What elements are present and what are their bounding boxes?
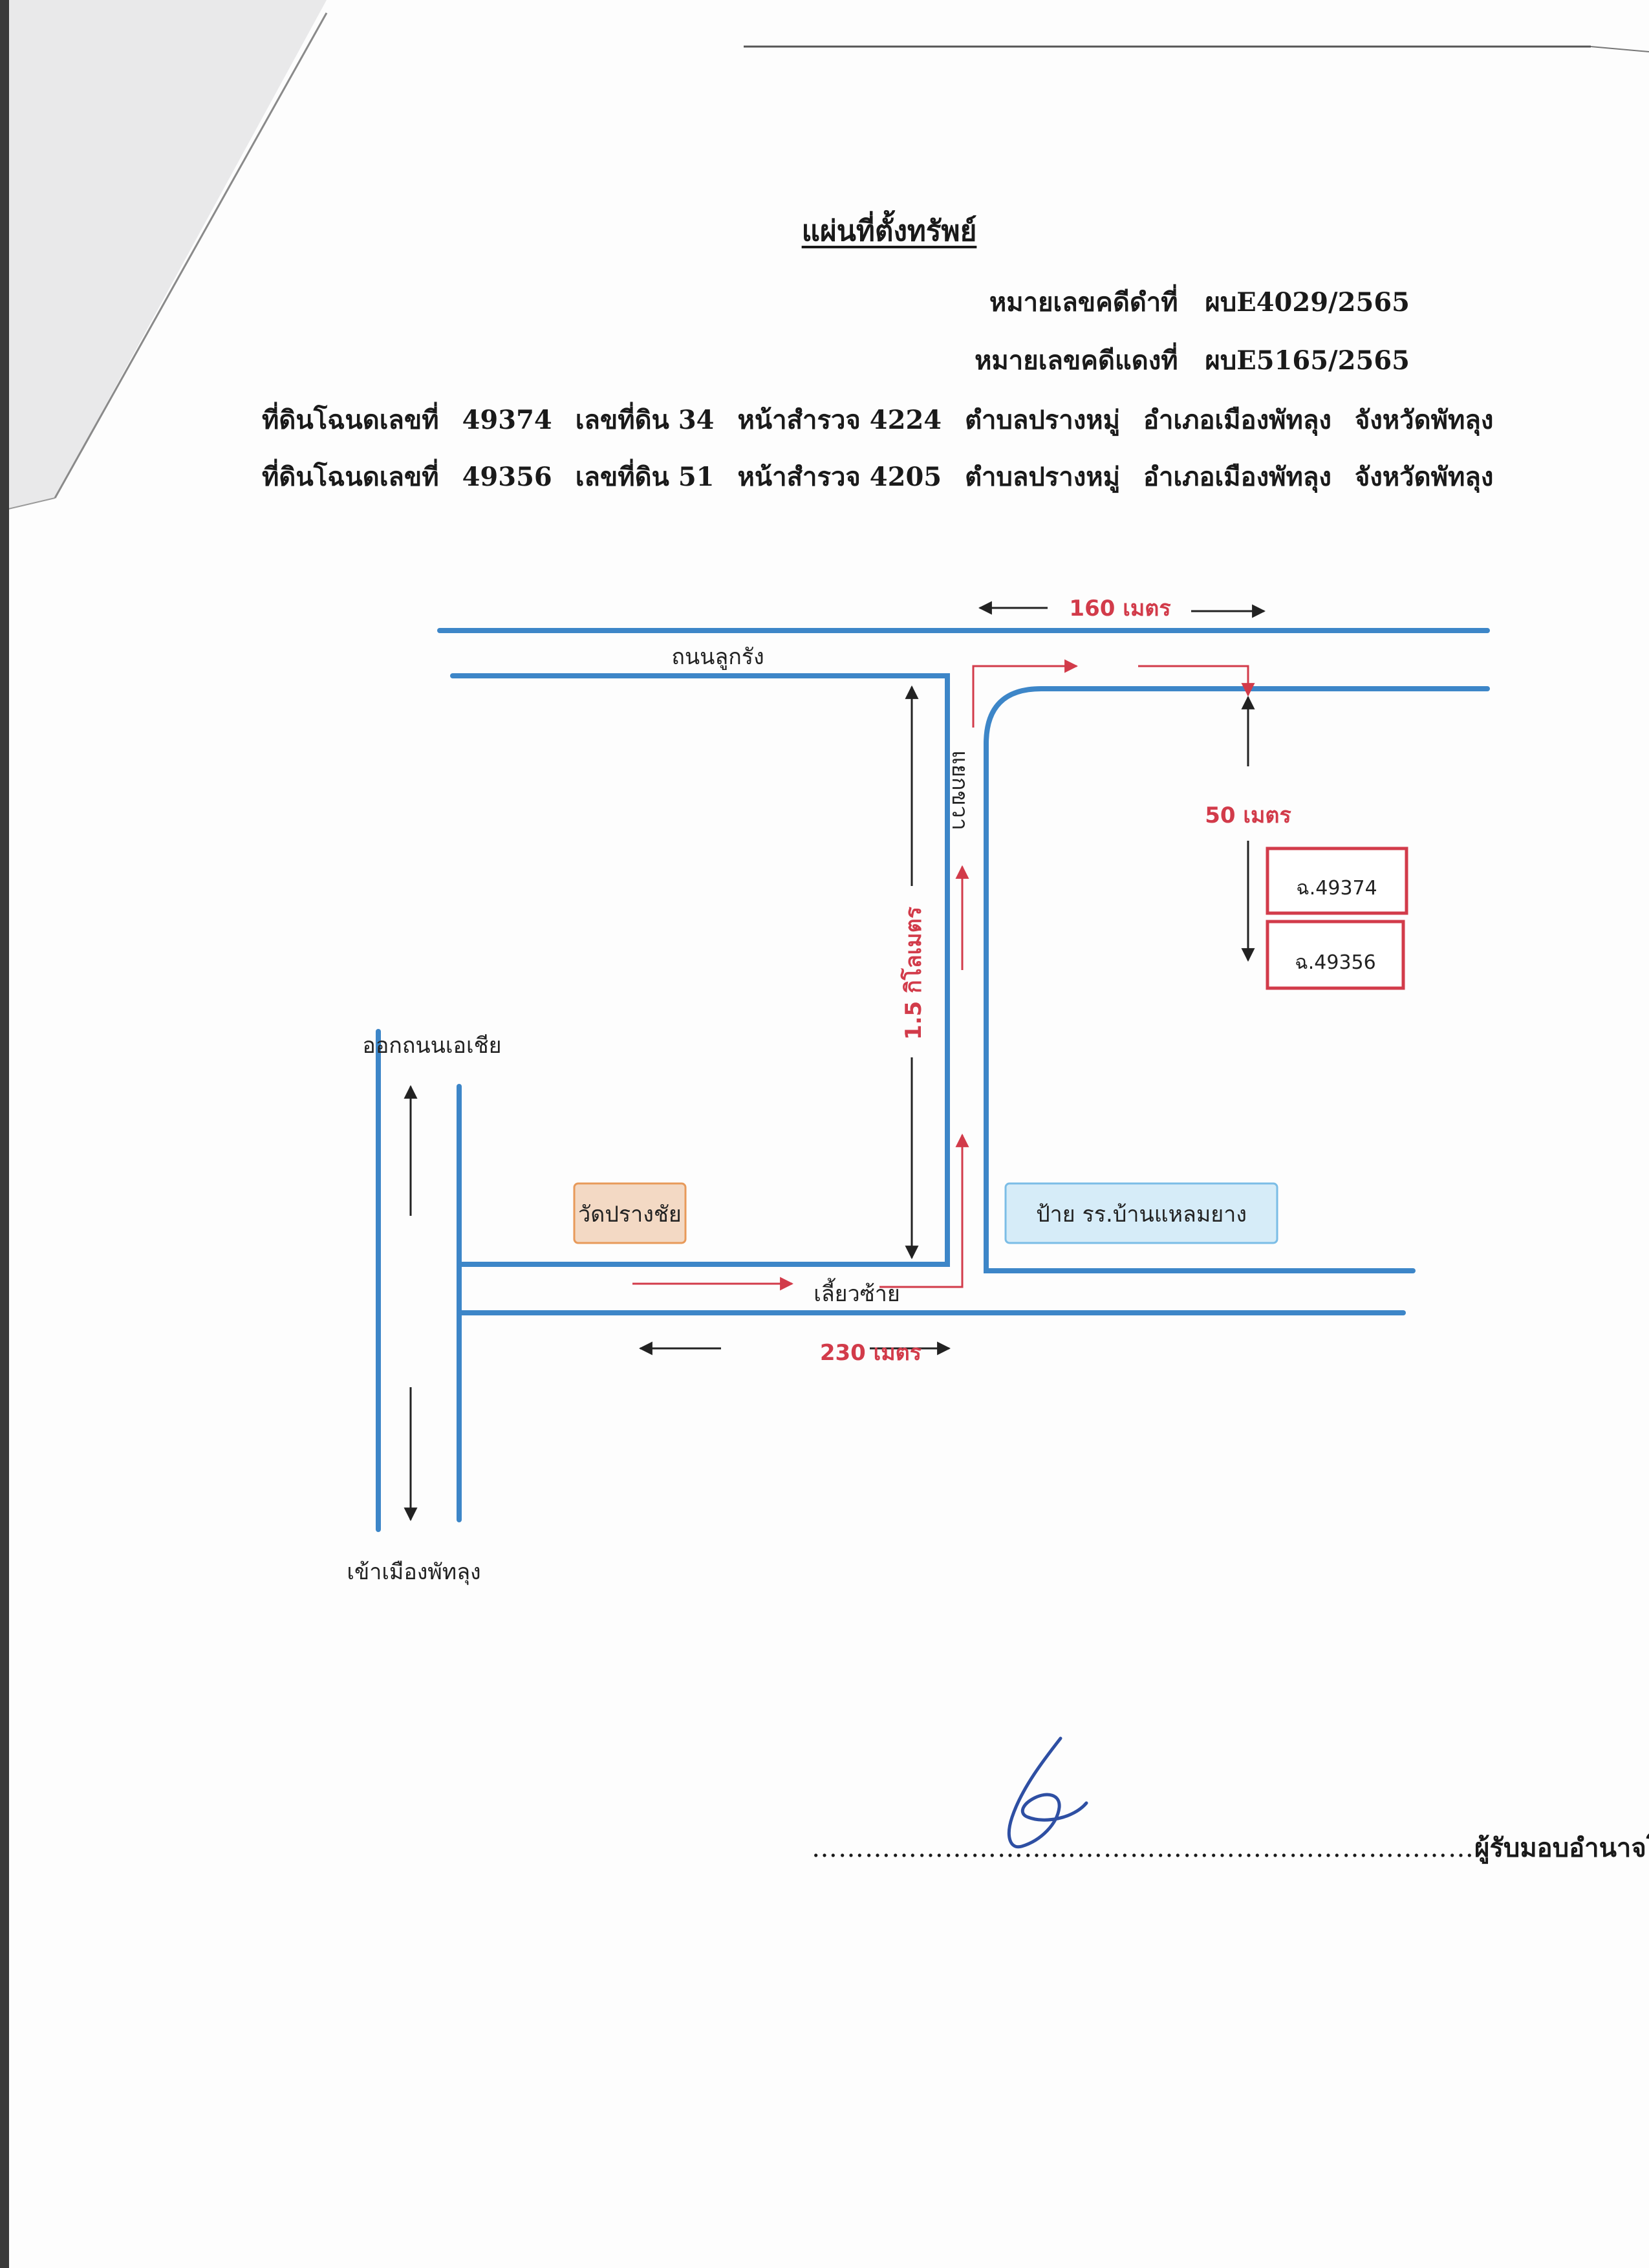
black-case-label: หมายเลขคดีดำที่ <box>989 287 1178 318</box>
temple-label: วัดปรางชัย <box>578 1202 682 1227</box>
plot-label-49356: ฉ.49356 <box>1295 951 1375 974</box>
route-arrow-corner <box>879 1133 969 1288</box>
school-sign-label: ป้าย รร.บ้านแหลมยาง <box>1036 1202 1247 1227</box>
road-lukrang-label: ถนนลูกรัง <box>671 644 764 670</box>
roads <box>376 628 1490 1532</box>
distance-50m: 50 เมตร <box>1205 803 1291 828</box>
document-title: แผ่นที่ตั้งทรัพย์ <box>801 215 977 248</box>
plot-box-49356 <box>1266 920 1405 990</box>
dimension-arrows <box>404 601 1266 1522</box>
deed-number: 49374 <box>462 405 552 435</box>
deed-subdistrict: ตำบลปรางหมู่ <box>965 462 1121 492</box>
exit-asia-label: ออกถนนเอเชีย <box>362 1033 501 1059</box>
deed-province: จังหวัดพัทลุง <box>1354 462 1494 492</box>
black-case-number: หมายเลขคดีดำที่ ผบE4029/2565 <box>989 281 1410 323</box>
plot-box-49374 <box>1266 847 1408 915</box>
deed-line-1: ที่ดินโฉนดเลขที่ 49374 เลขที่ดิน 34 หน้า… <box>262 399 1507 440</box>
turn-left-label: เลี้ยวซ้าย <box>814 1278 900 1307</box>
distance-230m: 230 เมตร <box>820 1340 922 1366</box>
distance-160m: 160 เมตร <box>1069 596 1171 621</box>
route-arrow-top <box>972 659 1079 728</box>
route-arrows <box>632 659 1255 1291</box>
deed-parcel: เลขที่ดิน 34 <box>575 405 715 435</box>
signature-role: ผู้รับมอบอำนาจโจทก์ <box>1474 1833 1649 1863</box>
route-arrow-right <box>1138 665 1255 697</box>
deed-subdistrict: ตำบลปรางหมู่ <box>965 405 1121 435</box>
red-case-value: ผบE5165/2565 <box>1205 345 1410 376</box>
temple-box: วัดปรางชัย <box>573 1182 687 1244</box>
deed-district: อำเภอเมืองพัทลุง <box>1143 405 1331 435</box>
signature-dots: ………………………………………………………………… <box>812 1833 1474 1863</box>
deed-label: ที่ดินโฉนดเลขที่ <box>262 462 439 492</box>
deed-district: อำเภอเมืองพัทลุง <box>1143 462 1331 492</box>
deed-province: จังหวัดพัทลุง <box>1354 405 1494 435</box>
red-case-number: หมายเลขคดีแดงที่ ผบE5165/2565 <box>975 340 1410 381</box>
plot-boxes: ฉ.49374 ฉ.49356 <box>1266 847 1408 990</box>
road-side-label: แยกขวา <box>947 750 973 830</box>
to-phatthalung-label: เข้าเมืองพัทลุง <box>347 1559 480 1585</box>
deed-line-2: ที่ดินโฉนดเลขที่ 49356 เลขที่ดิน 51 หน้า… <box>262 456 1507 497</box>
distance-1-5km: 1.5 กิโลเมตร <box>900 906 927 1040</box>
deed-label: ที่ดินโฉนดเลขที่ <box>262 405 439 435</box>
black-case-value: ผบE4029/2565 <box>1205 287 1410 318</box>
deed-number: 49356 <box>462 462 552 492</box>
deed-survey: หน้าสำรวจ 4205 <box>737 462 942 492</box>
road-right-branch <box>984 686 1490 1273</box>
signature-line: …………………………………………………………………ผู้รับมอบอำนาจโ… <box>812 1827 1649 1868</box>
red-case-label: หมายเลขคดีแดงที่ <box>975 345 1178 376</box>
school-sign-box: ป้าย รร.บ้านแหลมยาง <box>1004 1182 1278 1244</box>
plot-label-49374: ฉ.49374 <box>1296 877 1377 900</box>
deed-survey: หน้าสำรวจ 4224 <box>737 405 942 435</box>
deed-parcel: เลขที่ดิน 51 <box>575 462 715 492</box>
signature-mark <box>1007 1736 1088 1849</box>
